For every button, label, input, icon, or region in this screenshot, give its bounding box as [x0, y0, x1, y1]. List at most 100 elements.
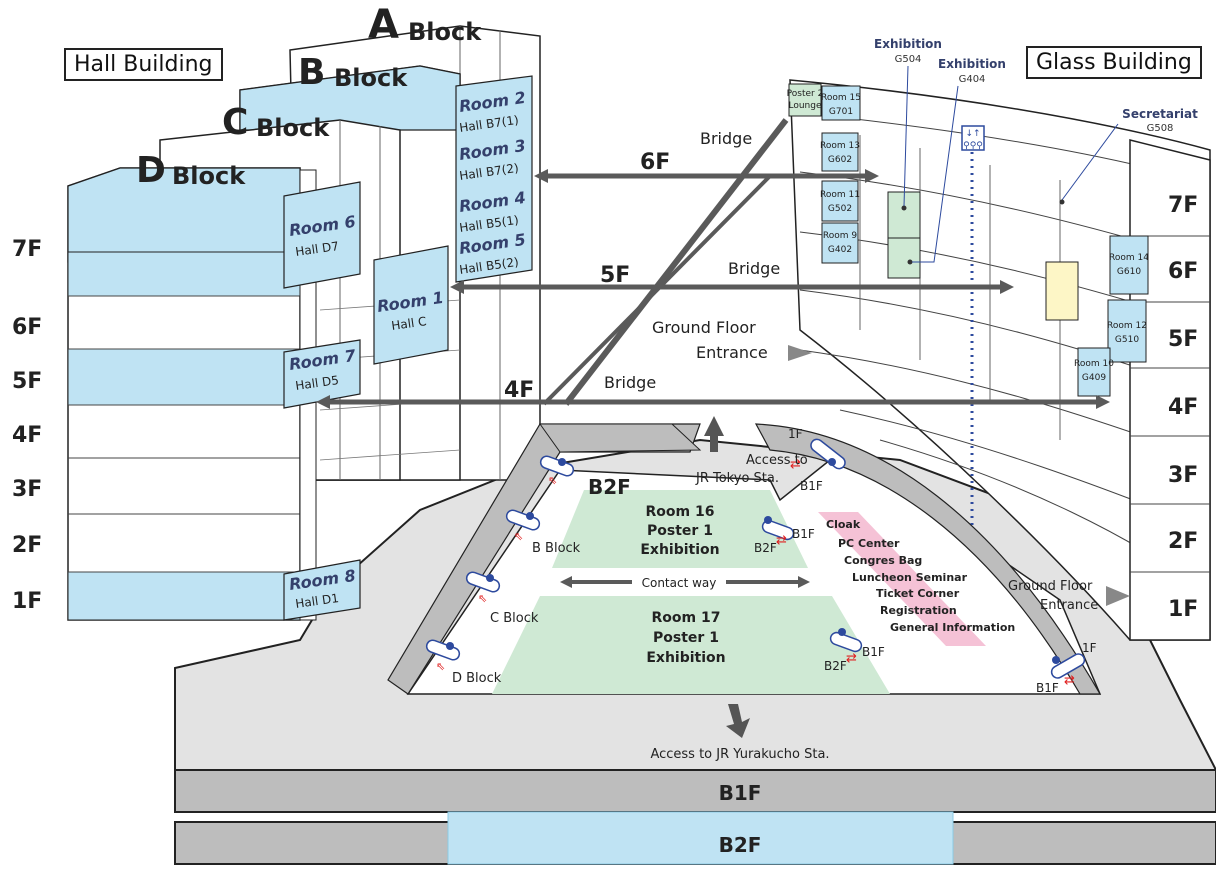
- service-ticket-corner[interactable]: Ticket Corner: [876, 587, 960, 600]
- service-cloak[interactable]: Cloak: [826, 518, 861, 531]
- room-17[interactable]: [492, 596, 890, 694]
- room-15[interactable]: [821, 85, 861, 121]
- room-17-line1: Room 17: [652, 610, 721, 626]
- escalator-icon[interactable]: ⇄: [1049, 652, 1086, 688]
- escalator-icon[interactable]: ⇄: [829, 628, 863, 666]
- ground-entrance-right-line2: Entrance: [1040, 598, 1098, 613]
- services-list: Cloak PC Center Congres Bag Luncheon Sem…: [826, 518, 1015, 634]
- escalator-mid-bottom: B2F: [754, 541, 777, 555]
- concourse-b-block: B Block: [532, 541, 581, 556]
- glass-floor-7f: 7F: [1168, 193, 1198, 218]
- exhibition-g404-block[interactable]: [887, 237, 921, 279]
- svg-text:↓↑: ↓↑: [965, 129, 980, 139]
- callout-secretariat-name: Secretariat: [1122, 107, 1198, 121]
- room-12-sub: G510: [1115, 335, 1139, 345]
- glass-floor-1f: 1F: [1168, 597, 1198, 622]
- c-block-letter: C: [222, 102, 248, 143]
- d-block-word: Block: [172, 162, 246, 190]
- room-9[interactable]: [821, 222, 859, 264]
- room-16-line1: Room 16: [646, 504, 715, 520]
- room-9-sub: G402: [828, 245, 852, 255]
- secretariat-block[interactable]: [1045, 261, 1079, 321]
- contact-way-label: Contact way: [642, 576, 717, 590]
- hall-floor-1f: 1F: [12, 589, 42, 614]
- glass-floor-6f: 6F: [1168, 259, 1198, 284]
- elevator-icon[interactable]: ↓↑ ⚲⚲⚲: [961, 125, 985, 151]
- escalator-icon[interactable]: ⇖: [425, 639, 461, 673]
- escalator-icon[interactable]: ⇖: [539, 455, 575, 487]
- room-poster2-sub: Lounge: [788, 101, 821, 111]
- entrance-right-arrow: [1106, 586, 1130, 606]
- room-12-name: Room 12: [1107, 321, 1147, 331]
- room-1-panel[interactable]: [373, 245, 449, 365]
- room-8-panel[interactable]: [283, 559, 361, 621]
- room-poster2[interactable]: [788, 83, 822, 117]
- bridge-5f-label: Bridge: [728, 259, 780, 278]
- room-16-line3: Exhibition: [640, 542, 719, 558]
- room-10-name: Room 10: [1074, 359, 1114, 369]
- svg-text:⇄: ⇄: [846, 651, 857, 666]
- room-8-hall: Hall D1: [294, 591, 339, 611]
- bridge-4f-floor: 4F: [504, 378, 534, 403]
- service-general-information[interactable]: General Information: [890, 621, 1015, 634]
- room-16[interactable]: [552, 490, 808, 568]
- room-11-name: Room 11: [820, 190, 860, 200]
- bridge-4f[interactable]: [316, 395, 1110, 409]
- room-14[interactable]: [1109, 235, 1149, 295]
- concourse-c-block: C Block: [490, 611, 539, 626]
- room-17-line3: Exhibition: [646, 650, 725, 666]
- service-registration[interactable]: Registration: [880, 604, 957, 617]
- a-block-letter: A: [368, 2, 399, 48]
- room-16-line2: Poster 1: [647, 523, 713, 539]
- svg-text:⇖: ⇖: [514, 530, 523, 543]
- room-13-name: Room 13: [820, 141, 860, 151]
- glass-floor-3f: 3F: [1168, 463, 1198, 488]
- service-congres-bag[interactable]: Congres Bag: [844, 554, 922, 567]
- room-6-panel[interactable]: [283, 181, 361, 289]
- service-luncheon-seminar[interactable]: Luncheon Seminar: [852, 571, 968, 584]
- d-block-letter: D: [136, 150, 166, 191]
- escalator-icon[interactable]: ⇄: [790, 437, 847, 472]
- room-9-name: Room 9: [823, 231, 857, 241]
- room-10-sub: G409: [1082, 373, 1106, 383]
- escalator-mid-top: B1F: [792, 527, 815, 541]
- room-10[interactable]: [1077, 347, 1111, 397]
- room-13[interactable]: [821, 132, 859, 172]
- escalator-icon[interactable]: ⇄: [761, 516, 795, 548]
- hall-floor-labels: 7F 6F 5F 4F 3F 2F 1F: [12, 237, 42, 614]
- glass-building-title: Glass Building: [1026, 46, 1202, 79]
- room-11-sub: G502: [828, 204, 852, 214]
- ground-entrance-line1: Ground Floor: [652, 318, 756, 337]
- glass-floor-labels: 7F 6F 5F 4F 3F 2F 1F: [1168, 193, 1198, 622]
- bridge-6f[interactable]: [534, 169, 879, 183]
- ground-entrance-right-line1: Ground Floor: [1008, 579, 1093, 594]
- room-7-panel[interactable]: [283, 339, 361, 409]
- room-1-hall: Hall C: [390, 314, 427, 333]
- room-17-line2: Poster 1: [653, 630, 719, 646]
- room-7-hall: Hall D5: [294, 373, 339, 393]
- escalator-icon[interactable]: ⇖: [505, 509, 541, 543]
- access-tokyo-line2: JR Tokyo Sta.: [695, 471, 779, 486]
- bridge-6f-label: Bridge: [700, 129, 752, 148]
- b1f-slab: [174, 769, 1216, 813]
- b1f-label: B1F: [719, 781, 762, 805]
- b2f-highlight: [447, 811, 954, 865]
- room-14-name: Room 14: [1109, 253, 1149, 263]
- room-poster2-name: Poster 2: [787, 89, 824, 99]
- room-12[interactable]: [1107, 299, 1147, 363]
- services-band: [818, 512, 986, 646]
- svg-text:⇖: ⇖: [436, 660, 445, 673]
- b2f-level: B2F: [588, 475, 631, 499]
- svg-text:⇖: ⇖: [548, 474, 557, 487]
- b-block-word: Block: [334, 64, 408, 92]
- room-11[interactable]: [821, 180, 859, 222]
- svg-text:⇄: ⇄: [1064, 673, 1075, 688]
- escalator-icon[interactable]: ⇖: [465, 571, 501, 605]
- hall-floor-6f: 6F: [12, 315, 42, 340]
- room-2-5-panel[interactable]: [455, 75, 533, 283]
- ground-entrance-line2: Entrance: [696, 343, 768, 362]
- service-pc-center[interactable]: PC Center: [838, 537, 900, 550]
- bridge-5f[interactable]: [450, 280, 1014, 294]
- callout-exhibition-1-code: G504: [895, 54, 922, 65]
